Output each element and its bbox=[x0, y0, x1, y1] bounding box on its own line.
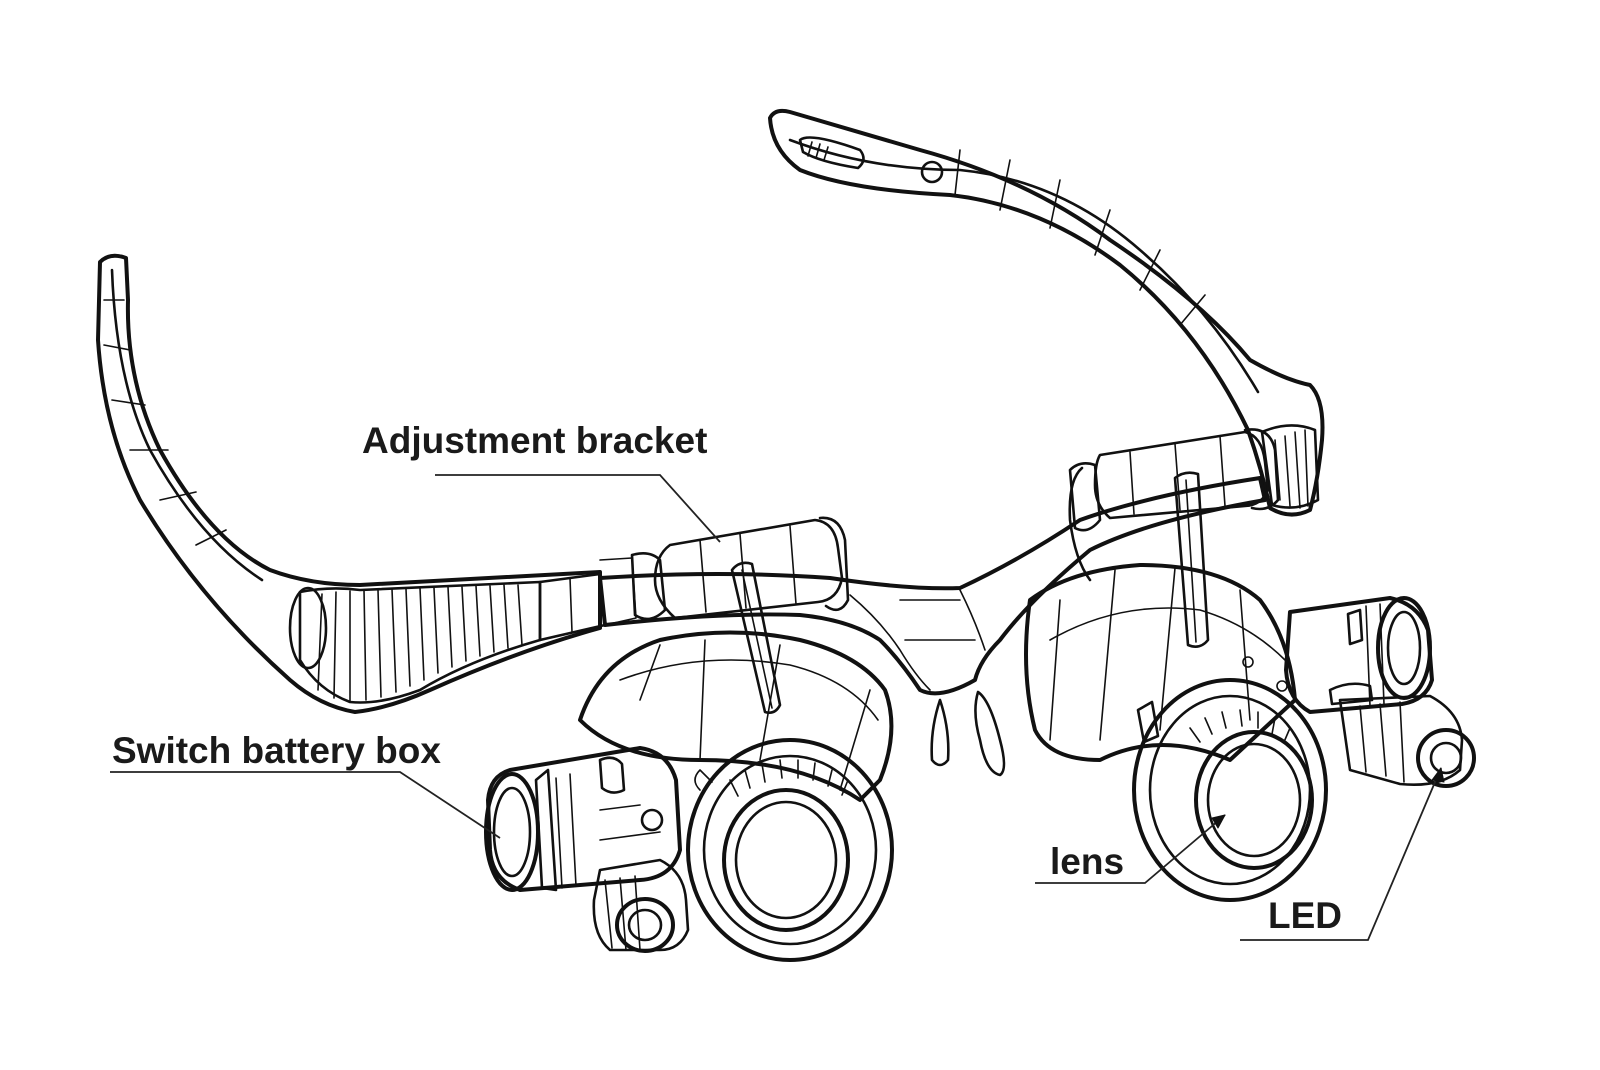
frame-bridge bbox=[598, 476, 1267, 777]
left-loupe bbox=[578, 630, 894, 962]
leader-led bbox=[1240, 767, 1442, 941]
led-label: LED bbox=[1268, 895, 1342, 936]
leader-switch-battery-box bbox=[110, 771, 501, 839]
left-adjustment-bracket bbox=[599, 516, 850, 714]
right-loupe bbox=[1024, 563, 1328, 902]
right-battery-box bbox=[1284, 596, 1476, 788]
leader-lines bbox=[110, 474, 1445, 941]
left-battery-box bbox=[484, 746, 690, 953]
leader-lens bbox=[1035, 814, 1226, 884]
left-temple-arm bbox=[96, 253, 607, 714]
adjustment-bracket-label: Adjustment bracket bbox=[362, 420, 707, 461]
leader-adjustment-bracket bbox=[435, 474, 721, 543]
switch-battery-box-label: Switch battery box bbox=[112, 730, 441, 771]
lens-label: lens bbox=[1050, 841, 1124, 882]
right-adjustment-bracket bbox=[1068, 428, 1280, 648]
right-temple-arm bbox=[768, 108, 1325, 517]
